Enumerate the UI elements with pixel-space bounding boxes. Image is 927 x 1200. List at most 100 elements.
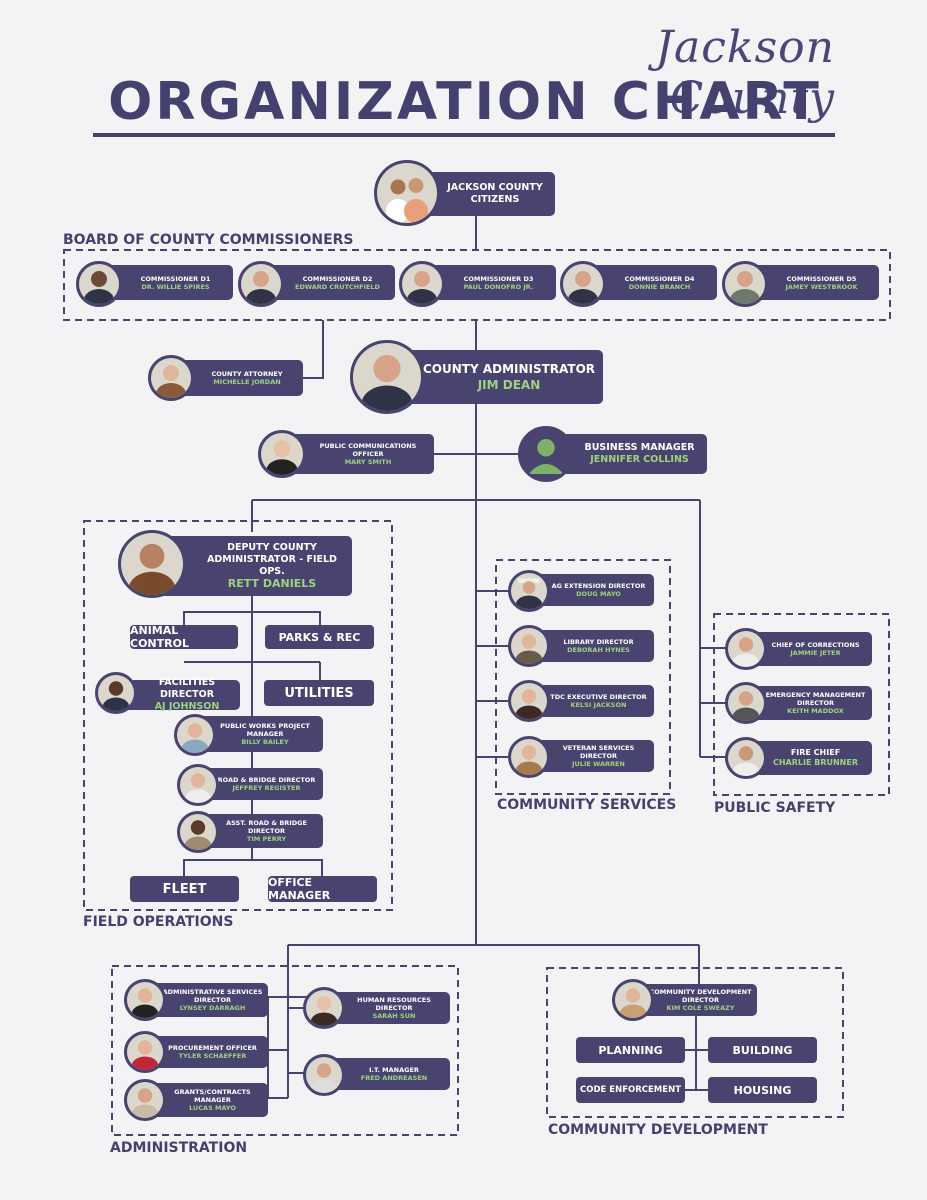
community-development-director-photo [612, 979, 654, 1021]
title-underline [93, 133, 835, 137]
grants-manager-title: GRANTS/CONTRACTS MANAGER [174, 1088, 251, 1104]
business-manager-avatar-icon [518, 426, 574, 482]
emergency-management-name: KEITH MADDOX [787, 707, 844, 715]
public-communications-photo [258, 430, 306, 478]
ag-extension-title: AG EXTENSION DIRECTOR [551, 582, 646, 590]
county-administrator-title: COUNTY ADMINISTRATOR [422, 362, 596, 376]
fire-chief-name: CHARLIE BRUNNER [772, 758, 858, 767]
asst-road-bridge-photo [177, 811, 219, 853]
planning-unit[interactable]: PLANNING [576, 1037, 685, 1063]
county-administrator-name: JIM DEAN [477, 378, 541, 392]
community-services-label: COMMUNITY SERVICES [497, 797, 677, 813]
commissioner-d2-card[interactable]: COMMISSIONER D2 EDWARD CRUTCHFIELD [262, 265, 395, 300]
citizens-photo [374, 160, 440, 226]
library-director-photo [508, 625, 550, 667]
commissioner-d1-card[interactable]: COMMISSIONER D1 DR. WILLIE SPIRES [100, 265, 233, 300]
it-manager-card[interactable]: I.T. MANAGER FRED ANDREASEN [326, 1058, 450, 1090]
county-attorney-photo [148, 355, 194, 401]
tdc-director-card[interactable]: TDC EXECUTIVE DIRECTOR KELSI JACKSON [531, 685, 654, 717]
hr-director-card[interactable]: HUMAN RESOURCES DIRECTOR SARAH SUN [326, 992, 450, 1024]
page-title: ORGANIZATION CHART [108, 72, 822, 132]
deputy-administrator-card[interactable]: DEPUTY COUNTY ADMINISTRATOR - FIELD OPS.… [160, 536, 352, 596]
county-attorney-name: MICHELLE JORDAN [213, 378, 281, 386]
animal-control-unit[interactable]: ANIMAL CONTROL [130, 624, 238, 650]
it-manager-title: I.T. MANAGER [369, 1066, 419, 1074]
facilities-director-card[interactable]: FACILITIES DIRECTOR AJ JOHNSON [120, 677, 240, 712]
emergency-management-title: EMERGENCY MANAGEMENT DIRECTOR [765, 691, 866, 707]
veteran-services-card[interactable]: VETERAN SERVICES DIRECTOR JULIE WARREN [531, 740, 654, 772]
utilities-unit[interactable]: UTILITIES [264, 680, 374, 706]
it-manager-photo [303, 1054, 345, 1096]
building-unit[interactable]: BUILDING [708, 1037, 817, 1063]
emergency-management-card[interactable]: EMERGENCY MANAGEMENT DIRECTOR KEITH MADD… [747, 686, 872, 720]
commissioner-d3-photo [399, 261, 445, 307]
road-bridge-director-name: JEFFREY REGISTER [232, 784, 301, 792]
commissioner-d3-card[interactable]: COMMISSIONER D3 PAUL DONOFRO JR. [423, 265, 556, 300]
library-director-name: DEBORAH HYNES [567, 646, 630, 654]
housing-unit[interactable]: HOUSING [708, 1077, 817, 1103]
commissioner-d5-title: COMMISSIONER D5 [786, 274, 857, 283]
asst-road-bridge-title: ASST. ROAD & BRIDGE DIRECTOR [226, 819, 307, 835]
public-works-title: PUBLIC WORKS PROJECT MANAGER [220, 722, 310, 738]
office-manager-unit[interactable]: OFFICE MANAGER [268, 876, 377, 902]
fire-chief-card[interactable]: FIRE CHIEF CHARLIE BRUNNER [747, 741, 872, 775]
commissioner-d4-name: DONNIE BRANCH [628, 282, 691, 291]
fleet-unit[interactable]: FLEET [130, 876, 239, 902]
ag-extension-card[interactable]: AG EXTENSION DIRECTOR DOUG MAYO [531, 574, 654, 606]
hr-director-photo [303, 987, 345, 1029]
commissioner-d1-name: DR. WILLIE SPIRES [141, 282, 210, 291]
commissioner-d5-name: JAMEY WESTBROOK [785, 282, 858, 291]
county-attorney-card[interactable]: COUNTY ATTORNEY MICHELLE JORDAN [173, 360, 303, 396]
county-attorney-title: COUNTY ATTORNEY [211, 370, 283, 378]
grants-manager-name: LUCAS MAYO [189, 1104, 236, 1112]
citizens-title: JACKSON COUNTY CITIZENS [447, 182, 543, 205]
veteran-services-title: VETERAN SERVICES DIRECTOR [562, 744, 635, 760]
field-operations-label: FIELD OPERATIONS [83, 914, 234, 930]
commissioner-d5-card[interactable]: COMMISSIONER D5 JAMEY WESTBROOK [746, 265, 879, 300]
county-administrator-photo [350, 340, 424, 414]
commissioner-d3-name: PAUL DONOFRO JR. [463, 282, 534, 291]
facilities-director-title: FACILITIES DIRECTOR [158, 677, 216, 700]
commissioner-d3-title: COMMISSIONER D3 [463, 274, 534, 283]
business-manager-card[interactable]: BUSINESS MANAGER JENNIFER COLLINS [550, 434, 707, 474]
public-works-photo [174, 714, 216, 756]
procurement-officer-photo [124, 1031, 166, 1073]
road-bridge-director-title: ROAD & BRIDGE DIRECTOR [217, 776, 316, 784]
procurement-officer-name: TYLER SCHAEFFER [178, 1052, 247, 1060]
board-label: BOARD OF COUNTY COMMISSIONERS [63, 232, 354, 248]
chief-corrections-card[interactable]: CHIEF OF CORRECTIONS JAMMIE JETER [747, 632, 872, 666]
public-works-card[interactable]: PUBLIC WORKS PROJECT MANAGER BILLY BAILE… [195, 716, 323, 752]
chief-corrections-title: CHIEF OF CORRECTIONS [771, 641, 860, 649]
asst-road-bridge-name: TIM PERRY [246, 835, 287, 843]
public-communications-card[interactable]: PUBLIC COMMUNICATIONS OFFICER MARY SMITH [284, 434, 434, 474]
admin-services-name: LYNSEY DARRAGH [179, 1004, 246, 1012]
commissioner-d1-title: COMMISSIONER D1 [140, 274, 211, 283]
public-communications-name: MARY SMITH [344, 458, 392, 466]
business-manager-name: JENNIFER COLLINS [590, 454, 689, 465]
asst-road-bridge-card[interactable]: ASST. ROAD & BRIDGE DIRECTOR TIM PERRY [198, 814, 323, 848]
deputy-administrator-title: DEPUTY COUNTY ADMINISTRATOR - FIELD OPS. [207, 542, 337, 577]
tdc-director-photo [508, 680, 550, 722]
hr-director-title: HUMAN RESOURCES DIRECTOR [357, 996, 431, 1012]
chief-corrections-photo [725, 628, 767, 670]
chief-corrections-name: JAMMIE JETER [790, 649, 841, 657]
hr-director-name: SARAH SUN [372, 1012, 416, 1020]
community-development-director-title: COMMUNITY DEVELOPMENT DIRECTOR [649, 988, 752, 1004]
fire-chief-title: FIRE CHIEF [790, 748, 841, 757]
code-enforcement-unit[interactable]: CODE ENFORCEMENT [576, 1077, 685, 1103]
parks-rec-unit[interactable]: PARKS & REC [265, 625, 374, 649]
community-development-director-name: KIM COLE SWEAZY [666, 1004, 735, 1012]
commissioner-d4-card[interactable]: COMMISSIONER D4 DONNIE BRANCH [584, 265, 717, 300]
business-manager-title: BUSINESS MANAGER [584, 442, 695, 453]
administration-label: ADMINISTRATION [110, 1140, 248, 1156]
public-works-name: BILLY BAILEY [241, 738, 289, 746]
commissioner-d5-photo [722, 261, 768, 307]
veteran-services-photo [508, 736, 550, 778]
deputy-administrator-name: RETT DANIELS [227, 577, 317, 590]
procurement-officer-title: PROCUREMENT OFFICER [168, 1044, 257, 1052]
fire-chief-photo [725, 737, 767, 779]
it-manager-name: FRED ANDREASEN [360, 1074, 428, 1082]
library-director-card[interactable]: LIBRARY DIRECTOR DEBORAH HYNES [531, 630, 654, 662]
emergency-management-photo [725, 682, 767, 724]
